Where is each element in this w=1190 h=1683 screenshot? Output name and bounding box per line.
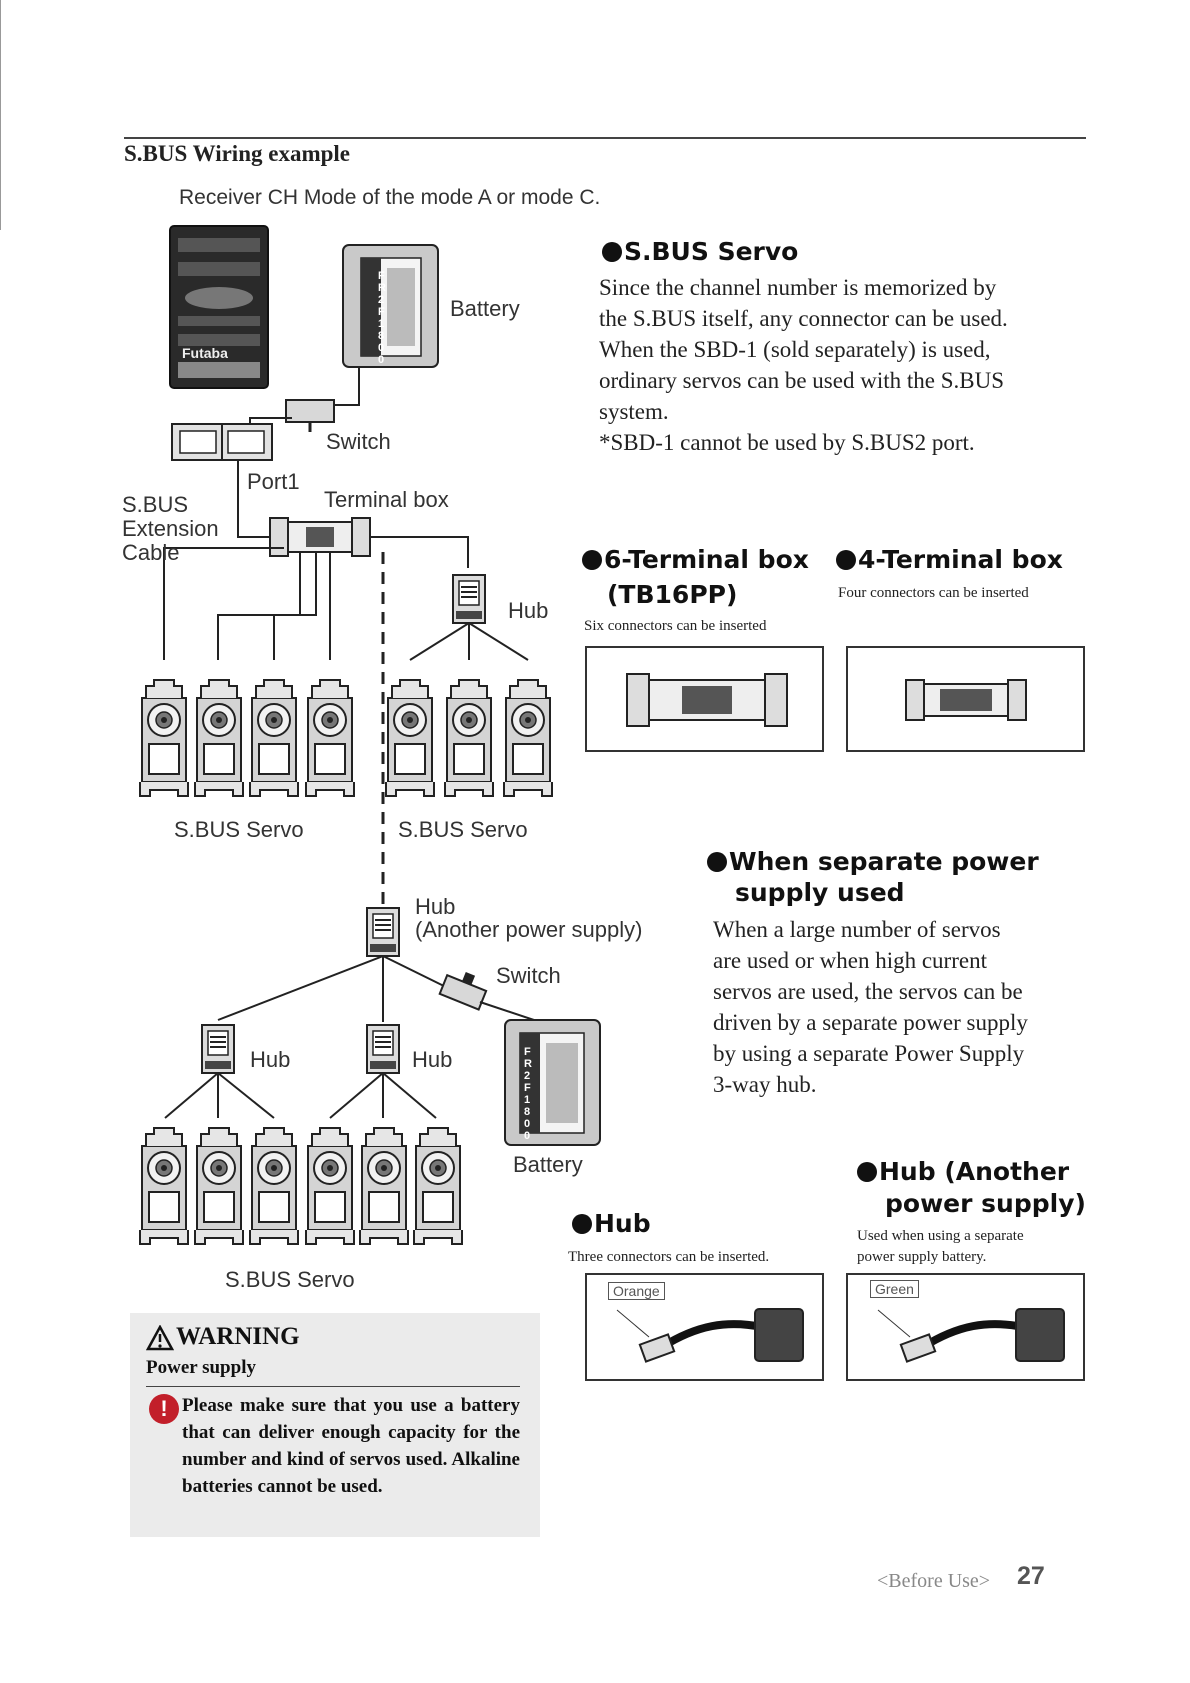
label-hub-another-1: Hub (415, 894, 456, 919)
hub-another-caption-2: power supply battery. (857, 1249, 987, 1265)
label-sbus-ext-3: Cable (122, 540, 180, 565)
battery-bottom (504, 1019, 601, 1146)
warning-body: Please make sure that you use a battery … (182, 1395, 520, 1497)
separate-power-heading-2: supply used (735, 878, 905, 907)
label-sbus-servo-bottom: S.BUS Servo (225, 1267, 355, 1292)
label-switch-bottom: Switch (496, 963, 561, 988)
sbus-servo-heading: S.BUS Servo (602, 237, 798, 267)
battery-top (342, 244, 439, 368)
label-switch-top: Switch (326, 429, 391, 454)
warning-box (130, 1313, 540, 1537)
bullet-dot (707, 852, 727, 872)
section-subtitle: Receiver CH Mode of the mode A or mode C… (179, 186, 601, 209)
hub-left-device (201, 1024, 235, 1074)
label-sbus-ext-2: Extension (122, 516, 219, 541)
terminal6-caption: Six connectors can be inserted (584, 618, 767, 634)
label-terminal-box: Terminal box (324, 487, 449, 512)
hub-caption: Three connectors can be inserted. (568, 1249, 770, 1265)
label-battery-bottom: Battery (513, 1152, 583, 1177)
terminal6-heading: 6-Terminal box (582, 545, 809, 575)
warning-rule (146, 1386, 520, 1387)
bullet-dot (602, 242, 622, 262)
hub-tag-orange: Orange (608, 1282, 665, 1300)
battery-model-bottom: FR2F1800 (524, 1046, 532, 1142)
label-hub-mid: Hub (412, 1047, 453, 1072)
switch-bottom (438, 971, 488, 1011)
hub-another-caption-1: Used when using a separate (857, 1228, 1024, 1244)
label-battery-top: Battery (450, 296, 520, 321)
warning-triangle-icon (146, 1325, 174, 1351)
bullet-dot (582, 550, 602, 570)
bullet-dot (572, 1214, 592, 1234)
label-sbus-servo-left: S.BUS Servo (174, 817, 304, 842)
battery-model-top: FR2F1800 (378, 270, 386, 366)
warning-subtitle: Power supply (146, 1357, 256, 1378)
terminal-box-device (269, 517, 371, 557)
exclamation-icon: ! (149, 1394, 179, 1424)
warning-title: WARNING (176, 1323, 300, 1350)
footer-section: <Before Use> (877, 1570, 991, 1592)
terminal4-caption: Four connectors can be inserted (838, 585, 1029, 601)
terminal6-image (585, 646, 824, 752)
header-rule (124, 137, 1086, 139)
separate-power-heading: When separate power (707, 847, 1039, 877)
bullet-dot (836, 550, 856, 570)
separate-power-body: When a large number of servos are used o… (713, 917, 1028, 1097)
hub-another-device (366, 907, 400, 957)
label-hub-another-2: (Another power supply) (415, 917, 643, 942)
page-edge-line (0, 0, 1, 230)
bullet-dot (857, 1162, 877, 1182)
hub-another-heading: Hub (Another (857, 1157, 1069, 1187)
receiver-port-block (171, 423, 273, 461)
label-sbus-ext-1: S.BUS (122, 492, 189, 517)
hub-mid-device (366, 1024, 400, 1074)
terminal4-heading: 4-Terminal box (836, 545, 1063, 575)
hub-top-device (452, 574, 486, 624)
hub-another-heading-2: power supply) (885, 1189, 1086, 1218)
hub-heading: Hub (572, 1209, 651, 1239)
label-sbus-servo-right: S.BUS Servo (398, 817, 528, 842)
terminal6-heading-model: (TB16PP) (607, 580, 738, 609)
label-port1: Port1 (247, 469, 300, 494)
sbus-servo-body: Since the channel number is memorized by… (599, 275, 1008, 455)
receiver-device (169, 225, 269, 389)
hub-another-tag-green: Green (870, 1280, 919, 1298)
label-hub-top: Hub (508, 598, 549, 623)
label-hub-left: Hub (250, 1047, 291, 1072)
switch-top (285, 399, 335, 423)
page-number: 27 (1017, 1562, 1045, 1590)
terminal4-image (846, 646, 1085, 752)
section-title: S.BUS Wiring example (124, 141, 350, 166)
receiver-brand: Futaba (182, 345, 228, 361)
